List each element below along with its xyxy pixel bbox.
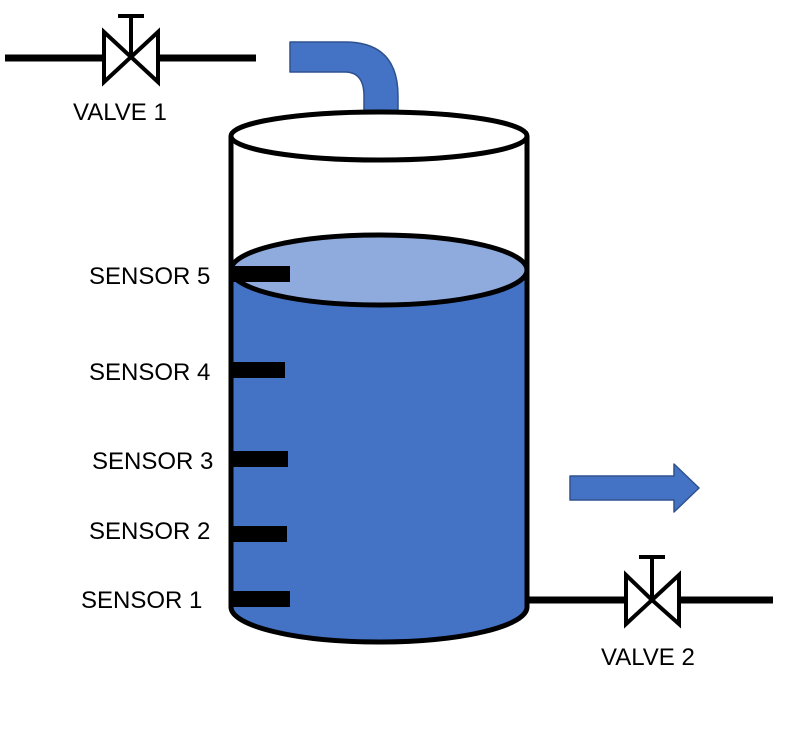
tank-top-rim bbox=[228, 109, 530, 163]
valve-1-label: VALVE 1 bbox=[73, 99, 167, 126]
valve-2[interactable] bbox=[624, 555, 681, 629]
valve-1-body-right bbox=[128, 27, 160, 87]
tank bbox=[228, 109, 530, 645]
valve-2-body-left bbox=[624, 570, 655, 629]
sensor-1-label: SENSOR 1 bbox=[81, 587, 202, 614]
sensor-5-label: SENSOR 5 bbox=[89, 263, 210, 290]
valve-2-body-right bbox=[649, 570, 681, 629]
sensor-3-bar bbox=[233, 451, 288, 467]
valve-1-body-left bbox=[102, 27, 134, 87]
right-arrow-icon bbox=[569, 463, 700, 513]
sensor-2-bar bbox=[233, 526, 287, 542]
sensor-1-bar bbox=[233, 591, 290, 607]
sensor-5-bar bbox=[233, 266, 290, 282]
water-surface bbox=[228, 232, 530, 308]
sensor-3-label: SENSOR 3 bbox=[92, 448, 213, 475]
sensor-4-label: SENSOR 4 bbox=[89, 359, 210, 386]
sensor-4-bar bbox=[233, 362, 285, 378]
sensors: SENSOR 5 SENSOR 4 SENSOR 3 SENSOR 2 SENS… bbox=[81, 263, 290, 614]
outlet-pipe-assembly: VALVE 2 bbox=[528, 555, 773, 671]
valve-2-label: VALVE 2 bbox=[601, 644, 695, 671]
sensor-2-label: SENSOR 2 bbox=[89, 518, 210, 545]
tank-bottom bbox=[228, 606, 530, 645]
inlet-pipe-assembly: VALVE 1 bbox=[5, 14, 256, 126]
valve-1[interactable] bbox=[102, 14, 160, 87]
tank-water bbox=[231, 270, 527, 642]
